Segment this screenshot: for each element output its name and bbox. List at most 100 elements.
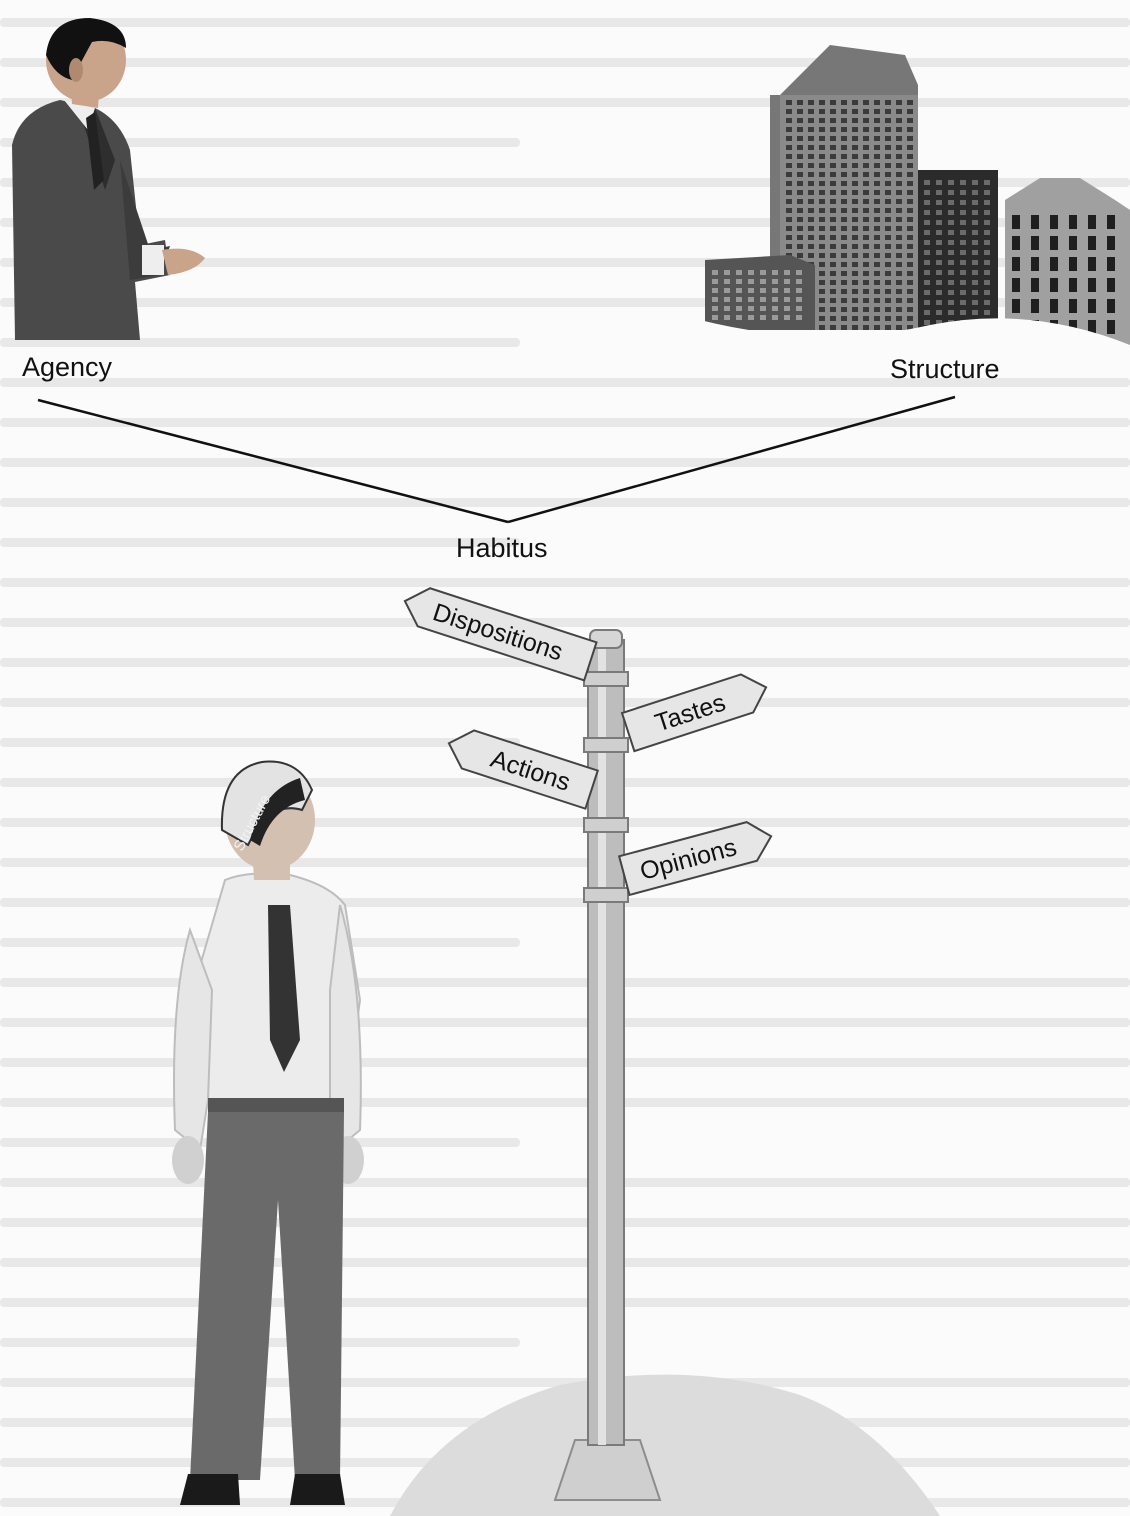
- window: [796, 315, 802, 320]
- window: [819, 199, 825, 204]
- window: [786, 127, 792, 132]
- window: [819, 127, 825, 132]
- window: [874, 127, 880, 132]
- window: [830, 217, 836, 222]
- window: [874, 145, 880, 150]
- window: [1050, 257, 1058, 271]
- window: [885, 226, 891, 231]
- window: [786, 109, 792, 114]
- window: [1107, 278, 1115, 292]
- window: [1050, 278, 1058, 292]
- window: [874, 262, 880, 267]
- window: [960, 180, 966, 185]
- window: [948, 190, 954, 195]
- window: [924, 200, 930, 205]
- window: [819, 100, 825, 105]
- window: [797, 217, 803, 222]
- window: [863, 100, 869, 105]
- window: [896, 199, 902, 204]
- window: [984, 310, 990, 315]
- window: [712, 315, 718, 320]
- window: [885, 280, 891, 285]
- window: [907, 280, 913, 285]
- window: [841, 181, 847, 186]
- window: [984, 290, 990, 295]
- window: [797, 118, 803, 123]
- agency-label: Agency: [22, 352, 113, 382]
- window: [863, 190, 869, 195]
- window: [819, 136, 825, 141]
- window: [984, 180, 990, 185]
- window: [885, 316, 891, 321]
- window: [1107, 257, 1115, 271]
- window: [786, 217, 792, 222]
- window: [797, 181, 803, 186]
- window: [885, 136, 891, 141]
- window: [830, 271, 836, 276]
- window: [786, 244, 792, 249]
- window: [1050, 215, 1058, 229]
- window: [907, 145, 913, 150]
- window: [984, 220, 990, 225]
- window: [784, 297, 790, 302]
- window: [841, 172, 847, 177]
- window: [874, 271, 880, 276]
- window: [863, 154, 869, 159]
- window: [907, 262, 913, 267]
- window: [936, 260, 942, 265]
- window: [808, 145, 814, 150]
- window: [896, 235, 902, 240]
- window: [874, 154, 880, 159]
- window: [907, 118, 913, 123]
- window: [841, 244, 847, 249]
- window: [819, 280, 825, 285]
- window: [960, 270, 966, 275]
- window: [885, 100, 891, 105]
- habitus-label: Habitus: [456, 533, 548, 563]
- window: [830, 100, 836, 105]
- window: [819, 244, 825, 249]
- window: [863, 217, 869, 222]
- window: [796, 288, 802, 293]
- window: [724, 315, 730, 320]
- window: [948, 210, 954, 215]
- structure-label: Structure: [890, 354, 1000, 384]
- window: [924, 190, 930, 195]
- window: [797, 244, 803, 249]
- window: [1050, 236, 1058, 250]
- window: [819, 109, 825, 114]
- window: [772, 288, 778, 293]
- window: [863, 235, 869, 240]
- window: [852, 325, 858, 330]
- window: [796, 306, 802, 311]
- window: [736, 279, 742, 284]
- window: [907, 154, 913, 159]
- window: [896, 190, 902, 195]
- window: [907, 208, 913, 213]
- window: [936, 250, 942, 255]
- window: [972, 260, 978, 265]
- window: [748, 279, 754, 284]
- window: [808, 253, 814, 258]
- window: [885, 127, 891, 132]
- window: [948, 280, 954, 285]
- window: [885, 298, 891, 303]
- window: [830, 253, 836, 258]
- window: [760, 297, 766, 302]
- window: [819, 262, 825, 267]
- window: [852, 127, 858, 132]
- window: [1088, 257, 1096, 271]
- window: [896, 307, 902, 312]
- window: [786, 208, 792, 213]
- window: [924, 220, 930, 225]
- window: [972, 270, 978, 275]
- window: [786, 226, 792, 231]
- window: [936, 310, 942, 315]
- window: [852, 217, 858, 222]
- window: [808, 136, 814, 141]
- window: [874, 217, 880, 222]
- window: [885, 262, 891, 267]
- window: [936, 270, 942, 275]
- window: [896, 244, 902, 249]
- signpost: Dispositions Tastes Actions Opinions: [399, 582, 777, 1500]
